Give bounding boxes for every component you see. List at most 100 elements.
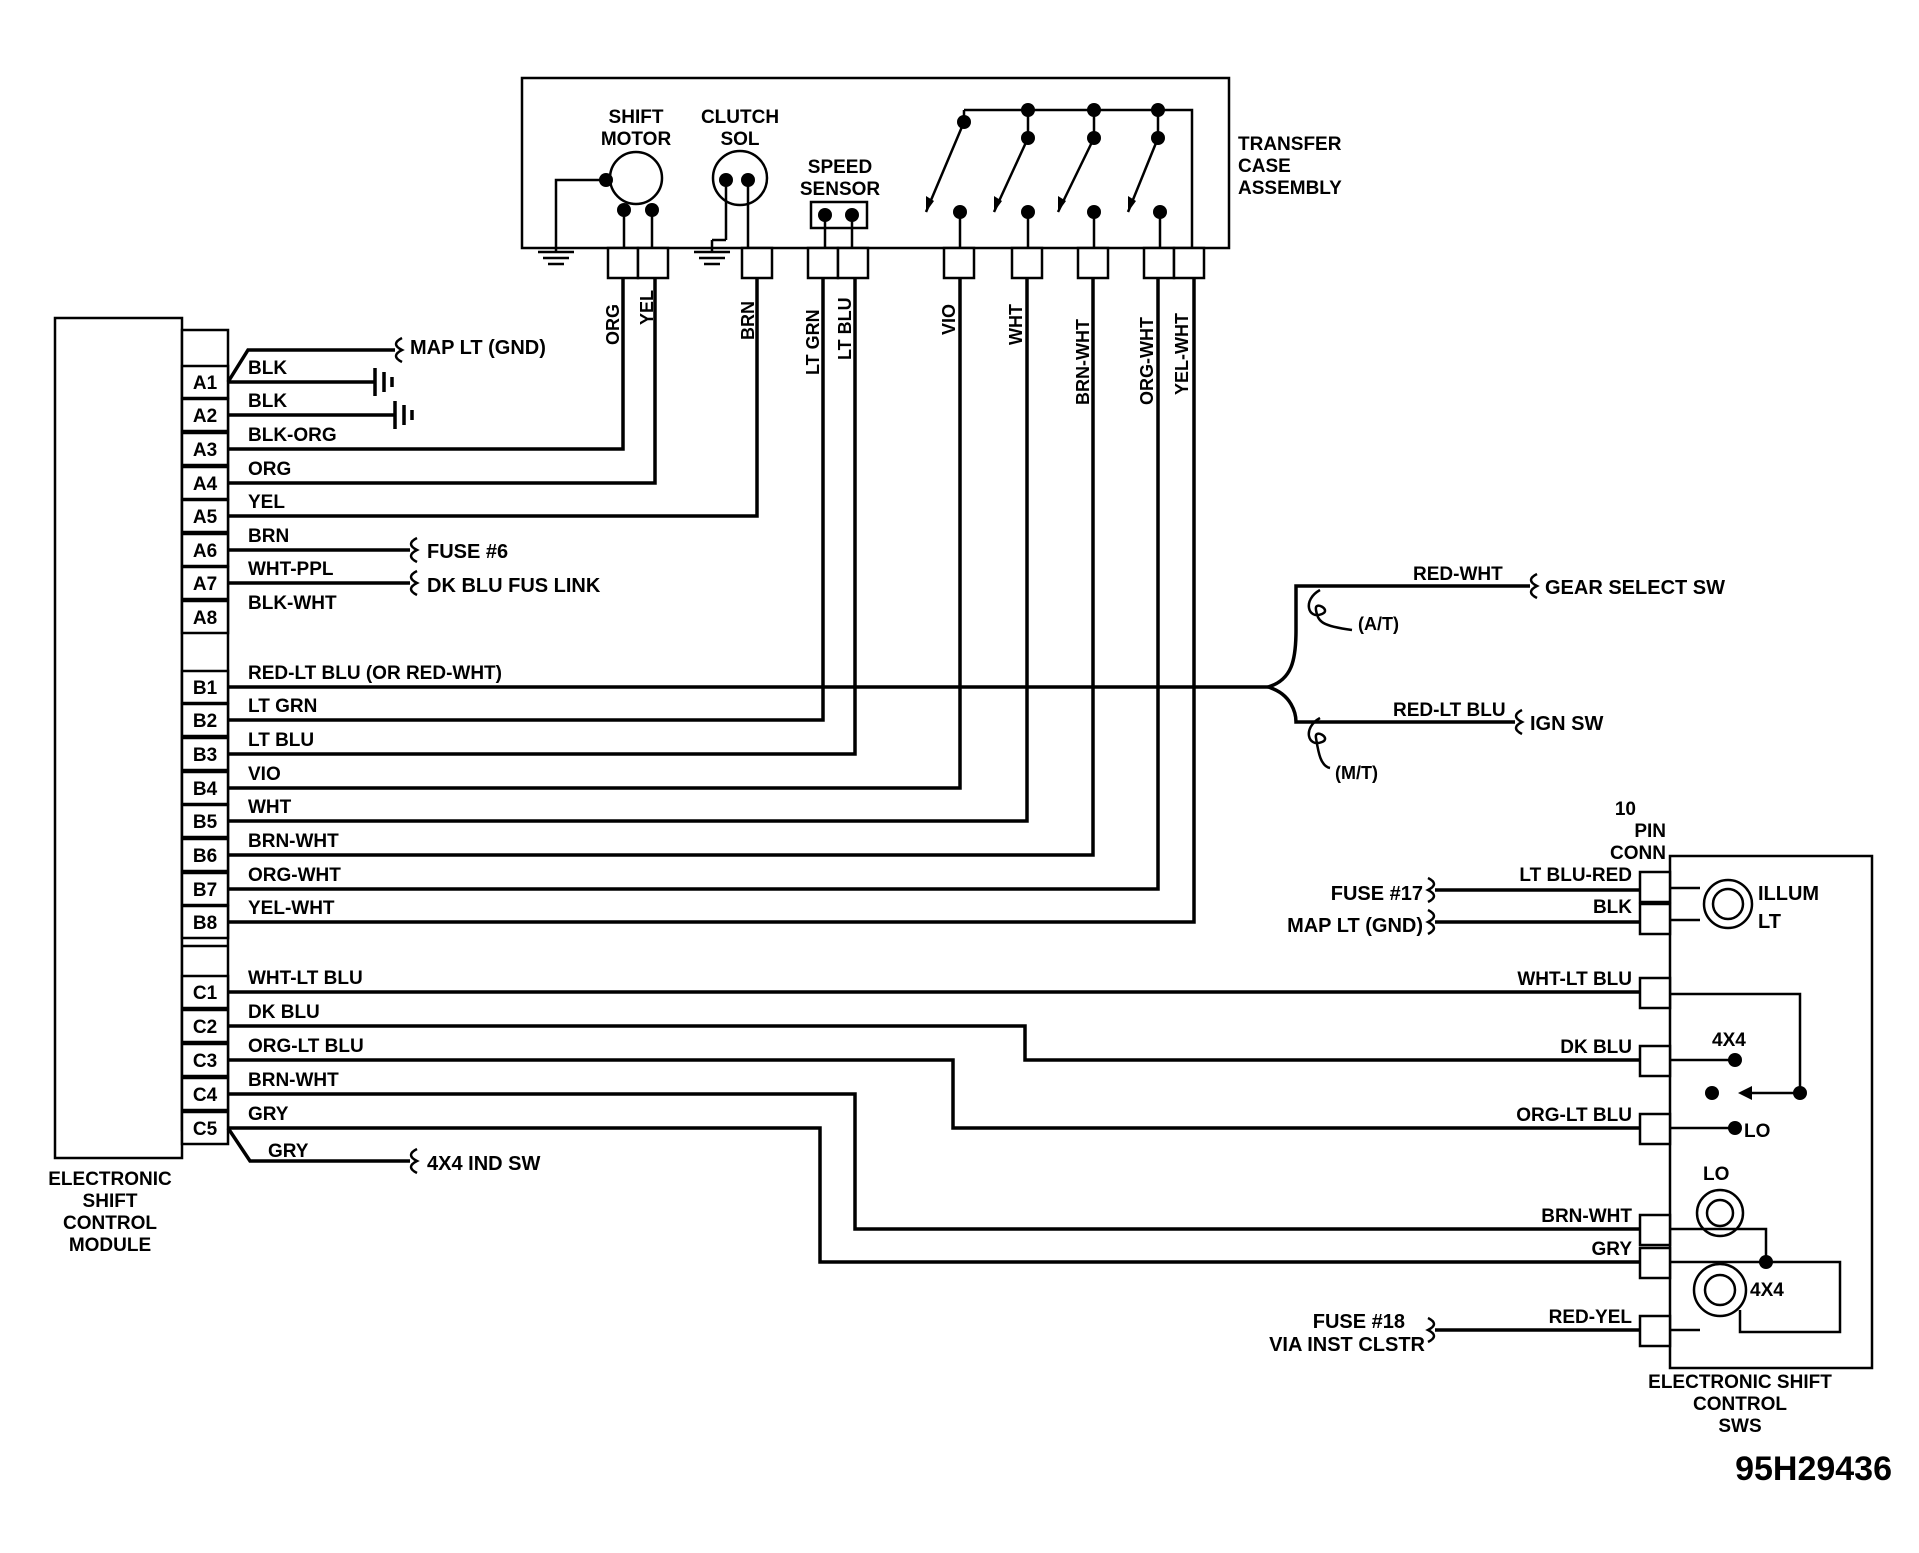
dk-blu-fus-link-label: DK BLU FUS LINK [427,575,601,597]
pin-b4-wire-label: VIO [248,764,281,785]
position-4x4-label: 4X4 [1712,1030,1746,1051]
transfer-case-connector [606,246,1206,280]
switch-wire-labels: LT BLU-RED BLK WHT-LT BLU DK BLU ORG-LT BLU B… [1516,865,1632,1328]
connector-marks [394,336,1540,1344]
pin-a8-wire-label: BLK-WHT [248,593,337,614]
speed-sensor-symbol [809,200,869,230]
module-wiring [226,278,1640,1332]
pin-b3-wire-label: LT BLU [248,730,314,751]
4x4-lamp [1692,1262,1748,1318]
pin-c4-label: C4 [193,1085,218,1106]
switch-panel-title: CONTROL [1693,1394,1787,1415]
switch-panel-title: ELECTRONIC SHIFT [1648,1372,1832,1393]
pin-b7-label: B7 [193,880,217,901]
shift-motor-label: MOTOR [601,129,672,150]
switch-wire-label: LT BLU-RED [1519,865,1632,886]
pin-a5-wire-label: YEL [248,492,285,513]
pin-c3-label: C3 [193,1051,217,1072]
pin-c4-wire-label: BRN-WHT [248,1070,339,1091]
transfer-case-assembly: SHIFT MOTOR CLUTCH SOL SPEED SENSOR TRAN… [520,76,1342,280]
ign-wire-label: RED-LT BLU [1393,700,1506,721]
switch-wire-label: GRY [1592,1239,1633,1260]
shift-control-switches [1638,854,1874,1370]
pin-a5-label: A5 [193,507,218,528]
module-body [53,316,184,1160]
pin-a3-label: A3 [193,440,217,461]
lo-lamp [1695,1188,1745,1238]
pin-c3-wire-label: ORG-LT BLU [248,1036,364,1057]
pin-b6-terminal [180,837,230,873]
pin-b1-label: B1 [193,678,218,699]
clutch-sol-label: SOL [720,129,759,150]
pin-c1-label: C1 [193,983,218,1004]
wire-label: ORG [603,304,623,345]
pin-a1-label: A1 [193,373,218,394]
wire-label: WHT [1006,304,1026,345]
pin-b8-label: B8 [193,913,217,934]
pin-b6-label: B6 [193,846,217,867]
ground-symbol [373,368,414,429]
wire-label: YEL-WHT [1172,313,1192,395]
pin-c2-label: C2 [193,1017,217,1038]
wire-label: BRN [738,301,758,340]
wire-label: BRN-WHT [1073,319,1093,405]
switch-wire-label: BLK [1593,897,1632,918]
figure-id: 95H29436 [1735,1450,1892,1488]
switch-wire-label: WHT-LT BLU [1517,969,1632,990]
clutch-solenoid-symbol [711,149,769,207]
pin-b5-label: B5 [193,812,218,833]
pin-a2-label: A2 [193,406,217,427]
map-lt-gnd-sw-label: MAP LT (GND) [1287,915,1423,937]
pin-a6-wire-label: BRN [248,526,289,547]
pin-b7-wire-label: ORG-WHT [248,865,341,886]
pin-c5-wire-label: GRY [248,1104,289,1125]
ind-sw-label: 4X4 IND SW [427,1153,540,1175]
switch-wire-label: DK BLU [1560,1037,1632,1058]
mt-label: (M/T) [1335,763,1378,783]
map-lt-gnd-label: MAP LT (GND) [410,337,546,359]
wire-label: VIO [939,304,959,335]
conn-label: PIN [1634,821,1666,842]
4x4-lamp-label: 4X4 [1750,1280,1784,1301]
pin-c2-terminal [180,1008,230,1044]
fuse6-label: FUSE #6 [427,541,508,563]
pin-a7-wire-label: WHT-PPL [248,559,334,580]
switch-wire-label: ORG-LT BLU [1516,1105,1632,1126]
pin-b8-wire-label: YEL-WHT [248,898,335,919]
switch-panel-title: SWS [1718,1416,1761,1437]
c5-branch-wire-label: GRY [268,1141,309,1162]
module-title: ELECTRONIC [48,1169,172,1190]
pin-b5-terminal [180,803,230,839]
position-lo-label: LO [1744,1121,1770,1142]
wire-label: LT GRN [803,309,823,375]
module-title: SHIFT [83,1191,138,1212]
illum-lt-label: ILLUM [1758,883,1819,905]
shift-motor-label: SHIFT [609,107,664,128]
pin-b8-terminal [180,904,230,940]
transfer-case-title: TRANSFER [1238,134,1342,155]
pin-a8-terminal [180,599,230,635]
illum-lamp [1702,878,1754,930]
transfer-case-title: ASSEMBLY [1238,178,1342,199]
pin-a7-label: A7 [193,574,217,595]
gear-wire-label: RED-WHT [1413,564,1503,585]
pin-c2-wire-label: DK BLU [248,1002,320,1023]
illum-lt-label: LT [1758,911,1781,933]
pin-b5-wire-label: WHT [248,797,292,818]
speed-sensor-label: SENSOR [800,179,881,200]
gear-select-sw-label: GEAR SELECT SW [1545,577,1725,599]
pin-b4-label: B4 [193,779,218,800]
pin-a2-wire-label: BLK [248,391,287,412]
conn-label: CONN [1610,843,1666,864]
pin-a2-terminal [180,397,230,433]
at-label: (A/T) [1358,614,1399,634]
switch-wire-label: BRN-WHT [1541,1206,1632,1227]
transfer-mode-switches [924,103,1194,248]
switch-panel-body [1668,854,1874,1370]
fuse18-label: VIA INST CLSTR [1269,1334,1425,1356]
wire-label: ORG-WHT [1137,317,1157,405]
pin-b1-wire-label: RED-LT BLU (OR RED-WHT) [248,663,502,684]
lo-lamp-label: LO [1703,1164,1729,1185]
pin-a4-wire-label: ORG [248,459,291,480]
